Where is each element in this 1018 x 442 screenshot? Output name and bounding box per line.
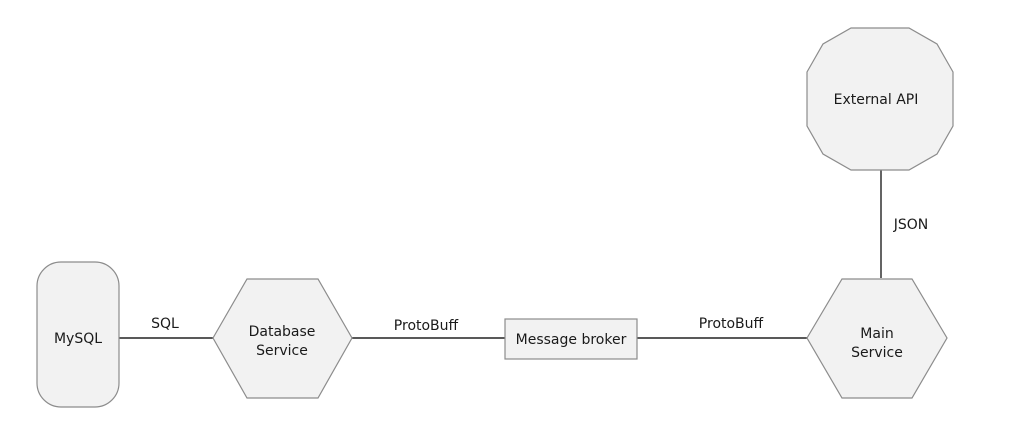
node-main-service-label-line-2: Service [851, 345, 903, 361]
node-external-api-shape [806, 27, 954, 171]
edge-label-json: JSON [893, 217, 929, 233]
node-main-service-label-line-1: Main [860, 326, 893, 342]
node-message-broker-shape [504, 318, 638, 360]
node-mysql-label: MySQL [54, 331, 102, 347]
node-mysql: MySQL [36, 261, 120, 408]
node-external-api: External API [806, 27, 954, 171]
node-database-service-label-line-2: Service [256, 343, 308, 359]
node-message-broker-label: Message broker [516, 332, 627, 348]
edge-label-protobuff-right: ProtoBuff [699, 316, 764, 332]
edge-label-protobuff-left: ProtoBuff [394, 318, 459, 334]
edge-label-sql: SQL [151, 316, 179, 332]
node-main-service-shape [806, 278, 948, 399]
node-external-api-label: External API [834, 92, 919, 108]
node-database-service-label-line-1: Database [249, 324, 316, 340]
node-mysql-shape [36, 261, 120, 408]
node-message-broker: Message broker [504, 318, 638, 360]
node-database-service: Database Service [212, 278, 353, 399]
node-main-service: Main Service [806, 278, 948, 399]
node-database-service-shape [212, 278, 353, 399]
